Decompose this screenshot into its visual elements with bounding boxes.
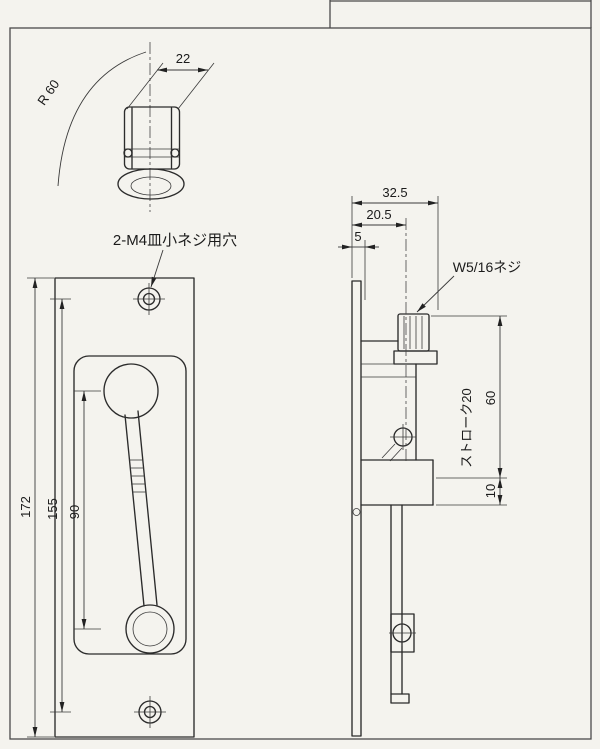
border-frame	[9, 0, 592, 740]
top-screw-hole	[133, 283, 165, 315]
thread-label: W5/16ネジ	[453, 259, 521, 275]
stroke-label: ストローク20	[459, 388, 474, 467]
front-plate	[54, 277, 195, 738]
rod-foot	[390, 693, 410, 704]
dim-90: 90	[67, 505, 82, 519]
handle-knob	[103, 363, 159, 419]
side-view: 32.5 20.5 5 W5/16ネジ 60 10	[338, 185, 521, 737]
dim-10: 10	[483, 484, 498, 498]
dim-20-5: 20.5	[366, 207, 391, 222]
handle-stem-right	[137, 410, 158, 606]
dim-20-5-group: 20.5	[352, 207, 406, 228]
dim-22-group: 22	[126, 51, 215, 110]
swing-arc	[57, 51, 147, 187]
recess-slot	[73, 355, 187, 655]
bottom-screw-hole	[134, 696, 166, 728]
slide-handle	[103, 363, 175, 654]
dim-90-group: 90	[67, 390, 101, 630]
dim-5-group: 5	[338, 229, 379, 300]
thread-label-group: W5/16ネジ	[416, 259, 521, 313]
side-plate	[351, 280, 362, 737]
dim-60-group: 60	[431, 315, 507, 479]
knob-top-view	[123, 106, 181, 170]
dim-172-group: 172	[18, 277, 54, 738]
handle-ball-inner	[132, 611, 168, 647]
handle-stem-left	[124, 414, 145, 607]
screw-note-leader	[150, 249, 164, 288]
thread-leader	[416, 275, 455, 313]
bolt-rod	[389, 504, 416, 704]
base-ellipse-inner	[130, 176, 172, 196]
pivot-pin-right	[170, 148, 180, 158]
handle-ball	[125, 604, 175, 654]
screw-note-group: 2-M4皿小ネジ用穴	[113, 232, 237, 288]
dim-172: 172	[18, 496, 33, 518]
side-plate-hole	[352, 508, 361, 516]
screw-hole-note: 2-M4皿小ネジ用穴	[113, 232, 237, 249]
pivot-pin-left	[123, 148, 133, 158]
dim-22: 22	[176, 51, 190, 66]
base-ellipse	[117, 168, 185, 200]
dim-155-group: 155	[45, 298, 71, 713]
front-view: 172 155 90	[18, 277, 195, 738]
dim-10-group: 10	[436, 478, 507, 506]
dim-60: 60	[483, 391, 498, 405]
dim-155: 155	[45, 498, 60, 520]
dim-32-5: 32.5	[382, 185, 407, 200]
dim-5: 5	[354, 229, 361, 244]
side-body	[360, 313, 438, 506]
